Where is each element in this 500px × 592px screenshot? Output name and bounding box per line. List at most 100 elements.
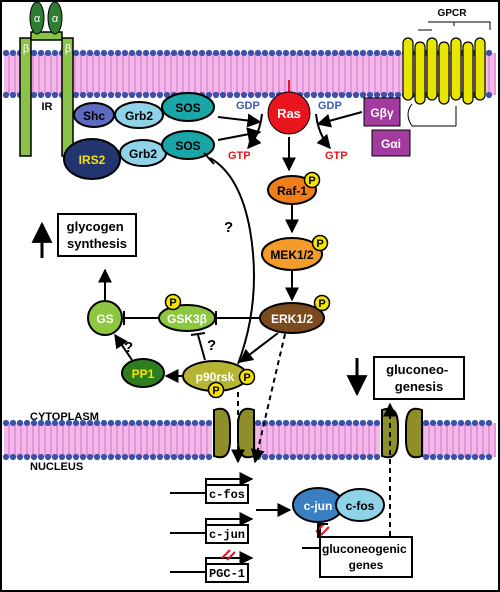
lipid-head [317, 49, 325, 57]
lipid-head [310, 453, 318, 461]
lipid-head [310, 91, 318, 99]
ir-alpha-right-label: α [52, 13, 59, 25]
lipid-head [226, 91, 234, 99]
lipid-head [324, 91, 332, 99]
phospho-tag [238, 368, 256, 386]
lipid-head [128, 453, 136, 461]
ir-alpha-right [47, 1, 63, 35]
lipid-head [170, 453, 178, 461]
lipid-head [289, 49, 297, 57]
lipid-head [366, 419, 374, 427]
lipid-head [142, 453, 150, 461]
lipid-head [282, 453, 290, 461]
lipid-head [471, 419, 479, 427]
lipid-head [51, 419, 59, 427]
gpcr-helix [450, 37, 462, 101]
lipid-head [268, 419, 276, 427]
arrow-pp1-to-gs [114, 333, 133, 361]
lipid-head [121, 49, 129, 57]
lipid-head [296, 453, 304, 461]
lipid-head [149, 49, 157, 57]
lipid-head [51, 91, 59, 99]
lipid-head [219, 91, 227, 99]
lipid-head [268, 91, 276, 99]
phospho-tag-label: P [318, 298, 325, 310]
lipid-head [2, 49, 10, 57]
lipid-head [86, 49, 94, 57]
lipid-head [464, 419, 472, 427]
lipid-head [128, 419, 136, 427]
lipid-head [156, 453, 164, 461]
lipid-head [79, 49, 87, 57]
plasma-membrane [2, 49, 496, 99]
lipid-head [261, 49, 269, 57]
lipid-head [324, 49, 332, 57]
lipid-head [275, 49, 283, 57]
gpcr-receptor [402, 21, 491, 127]
lipid-head [170, 419, 178, 427]
lipid-head [331, 91, 339, 99]
ir-alpha-left [29, 1, 45, 35]
g-beta-gamma-label: Gβγ [370, 106, 394, 120]
lipid-head [51, 49, 59, 57]
phospho-tag-label: P [243, 372, 250, 384]
lipid-head [366, 49, 374, 57]
lipid-head [121, 453, 129, 461]
glycogen-synthesis-box: glycogen synthesis [57, 213, 137, 257]
lipid-head [44, 453, 52, 461]
lipid-head [135, 453, 143, 461]
gluconeogenic-genes-label: gluconeogenic genes [322, 542, 410, 572]
lipid-head [352, 49, 360, 57]
nuclear-pore-right-b [405, 407, 423, 459]
pp1-protein [121, 358, 165, 388]
raf1-label: Raf-1 [277, 184, 307, 198]
lipid-head [23, 419, 31, 427]
phospho-tag [164, 293, 182, 311]
gdp-left: GDP [236, 100, 260, 112]
lipid-head [177, 49, 185, 57]
shc-label: Shc [83, 109, 105, 123]
lipid-head [72, 453, 80, 461]
lipid-head [2, 91, 10, 99]
irs2-label: IRS2 [79, 153, 106, 167]
lipid-head [16, 453, 24, 461]
lipid-head [51, 453, 59, 461]
gene-cjun-label: c-jun [209, 528, 245, 542]
lipid-head [156, 49, 164, 57]
lipid-head [331, 49, 339, 57]
phospho-tag-label: P [169, 297, 176, 309]
lipid-head [114, 419, 122, 427]
lipid-head [485, 419, 493, 427]
lipid-head [149, 453, 157, 461]
lipid-head [23, 453, 31, 461]
lipid-head [275, 453, 283, 461]
lipid-head [86, 453, 94, 461]
lipid-head [352, 453, 360, 461]
lipid-head [93, 419, 101, 427]
lipid-head [37, 49, 45, 57]
lipid-head [114, 49, 122, 57]
cytoplasm-label: CYTOPLASM [30, 411, 99, 423]
irs2-protein [63, 138, 121, 180]
mek-protein [261, 237, 323, 271]
gluconeogenesis-box: gluconeo- genesis [373, 356, 465, 400]
lipid-head [485, 453, 493, 461]
lipid-head [310, 419, 318, 427]
lipid-head [191, 49, 199, 57]
lipid-head [247, 91, 255, 99]
lipid-head [93, 91, 101, 99]
mek-label: MEK1/2 [270, 248, 314, 262]
lipid-head [177, 419, 185, 427]
lipid-head [2, 419, 10, 427]
lipid-head [478, 419, 486, 427]
lipid-head [205, 419, 213, 427]
lipid-head [373, 419, 381, 427]
phospho-tag-label: P [316, 238, 323, 250]
lipid-head [359, 49, 367, 57]
gene-cjun: c-jun [170, 512, 254, 544]
phospho-tag [303, 171, 321, 189]
lipid-head [79, 453, 87, 461]
lipid-head [93, 453, 101, 461]
lipid-head [9, 49, 17, 57]
gpcr-helix [462, 41, 474, 105]
